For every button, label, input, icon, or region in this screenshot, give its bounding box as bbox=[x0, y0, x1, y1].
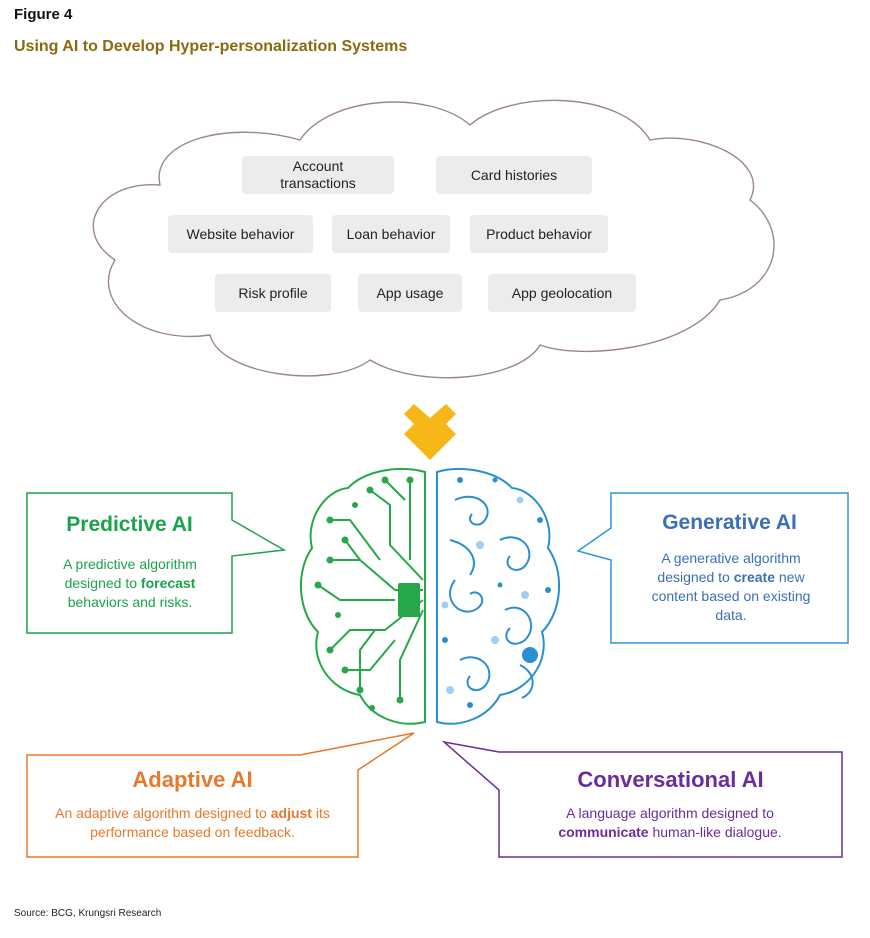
conversational-box bbox=[441, 740, 843, 858]
data-item-app-geolocation: App geolocation bbox=[488, 274, 636, 312]
generative-text-after: new content based on existing data. bbox=[651, 569, 811, 623]
data-item-label: Website behavior bbox=[186, 225, 295, 242]
data-item-label: Account transactions bbox=[280, 158, 356, 191]
data-item-label: Card histories bbox=[470, 166, 558, 183]
conversational-text-before: A language algorithm designed to bbox=[566, 805, 774, 821]
adaptive-text-after: its performance based on feedback. bbox=[90, 805, 330, 840]
generative-box bbox=[576, 492, 849, 644]
data-item-account-transactions: Account transactions bbox=[242, 156, 394, 194]
conversational-text-after: human-like dialogue. bbox=[648, 824, 782, 840]
predictive-text-after: behaviors and risks. bbox=[67, 594, 193, 610]
data-item-website-behavior: Website behavior bbox=[168, 215, 313, 253]
figure-label: Figure 4 bbox=[14, 6, 73, 23]
data-item-label: Product behavior bbox=[486, 225, 592, 242]
adaptive-text-before: An adaptive algorithm designed to bbox=[55, 805, 271, 821]
adaptive-emphasis: adjust bbox=[270, 805, 312, 821]
figure-title: Using AI to Develop Hyper-personalizatio… bbox=[14, 38, 408, 55]
predictive-box bbox=[26, 492, 287, 634]
data-item-product-behavior: Product behavior bbox=[470, 215, 608, 253]
predictive-ai-title: Predictive AI bbox=[66, 513, 193, 536]
conversational-ai-description: A language algorithm designed to communi… bbox=[530, 804, 810, 842]
predictive-text-before: A predictive algorithm designed to bbox=[63, 556, 197, 591]
conversational-emphasis: communicate bbox=[558, 824, 649, 840]
data-item-risk-profile: Risk profile bbox=[215, 274, 331, 312]
data-item-label: Loan behavior bbox=[346, 225, 436, 242]
generative-emphasis: create bbox=[733, 569, 775, 585]
data-item-label: Risk profile bbox=[238, 284, 308, 301]
data-item-label: App geolocation bbox=[511, 284, 613, 301]
generative-text-before: A generative algorithm designed to bbox=[657, 550, 801, 585]
brain-circuit-icon bbox=[300, 467, 560, 725]
predictive-emphasis: forecast bbox=[140, 575, 196, 591]
data-item-app-usage: App usage bbox=[358, 274, 462, 312]
down-arrow-icon bbox=[404, 404, 456, 460]
adaptive-ai-description: An adaptive algorithm designed to adjust… bbox=[40, 804, 345, 842]
generative-ai-description: A generative algorithm designed to creat… bbox=[636, 549, 826, 625]
predictive-ai-description: A predictive algorithm designed to forec… bbox=[40, 555, 220, 612]
source-note: Source: BCG, Krungsri Research bbox=[14, 908, 162, 919]
data-item-card-histories: Card histories bbox=[436, 156, 592, 194]
generative-ai-title: Generative AI bbox=[662, 511, 797, 534]
data-item-label: App usage bbox=[376, 284, 444, 301]
conversational-ai-title: Conversational AI bbox=[577, 767, 764, 792]
adaptive-box bbox=[26, 732, 415, 858]
data-item-loan-behavior: Loan behavior bbox=[332, 215, 450, 253]
adaptive-ai-title: Adaptive AI bbox=[132, 767, 253, 792]
